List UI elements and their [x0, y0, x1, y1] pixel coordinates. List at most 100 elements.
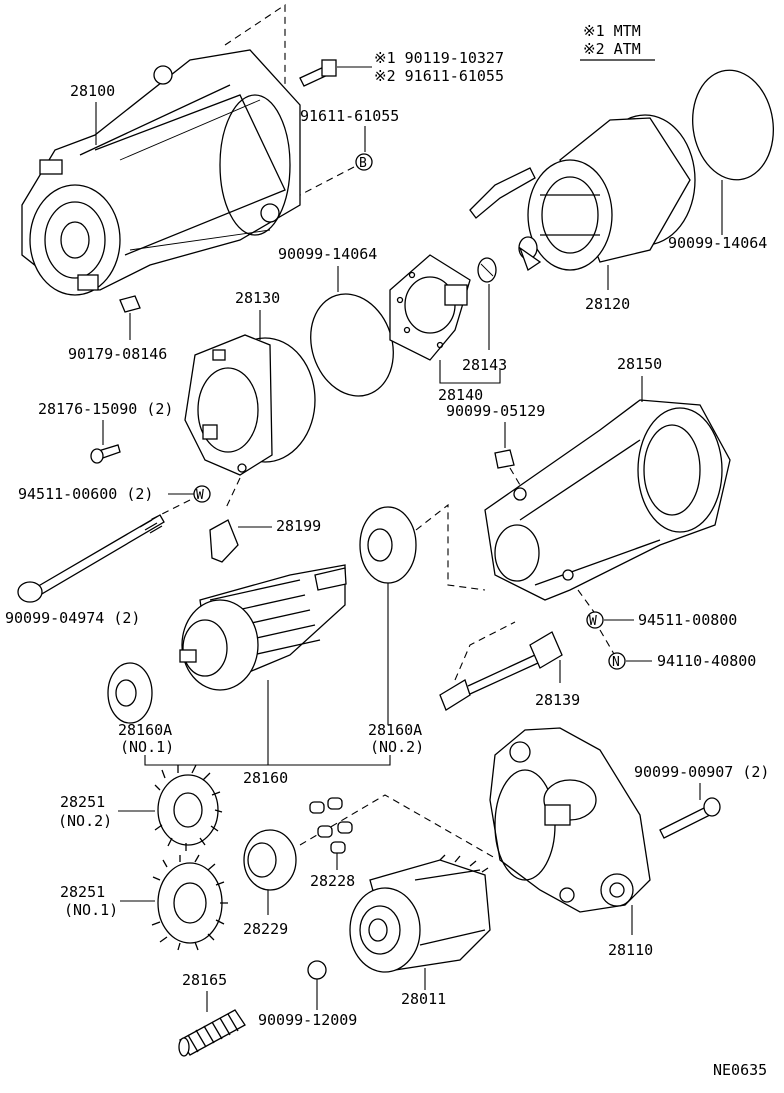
clutch-edges	[414, 869, 486, 946]
screw-28176-15090	[90, 444, 121, 464]
rollers-28228	[309, 797, 353, 854]
label-94110-40800: 94110-40800	[657, 652, 756, 670]
gear2-teeth	[154, 764, 223, 851]
label-28229: 28229	[243, 920, 288, 938]
label-91611-61055: 91611-61055	[300, 107, 399, 125]
gear2-outer	[157, 774, 219, 846]
o-ring-right	[692, 69, 774, 181]
yoke-straps	[519, 439, 661, 586]
bearing-28160a-no1	[107, 662, 153, 724]
dash-drive	[299, 794, 496, 859]
holder-brush-tip	[518, 246, 542, 271]
mark-n: N	[612, 655, 620, 670]
yoke-front-boss	[494, 524, 540, 582]
legend-note-1: ※1 MTM	[583, 22, 641, 40]
motor-rear-rim	[219, 94, 291, 236]
motor-shaft-end	[60, 221, 90, 259]
label-90099-14064-mid: 90099-14064	[278, 245, 377, 263]
label-94511-00600: 94511-00600 (2)	[18, 485, 153, 503]
mount-boss-top	[153, 65, 173, 85]
spring-envelope	[179, 1009, 246, 1056]
clutch-front-inner	[359, 905, 401, 955]
gear1-bore	[173, 882, 207, 924]
plate-hole-2	[396, 296, 404, 304]
lead-nut	[529, 631, 563, 669]
spring-end	[178, 1037, 190, 1057]
label-28251-no2: 28251	[60, 793, 105, 811]
dash-28139	[454, 621, 516, 681]
motor-rib-1	[119, 99, 261, 161]
bearing2-inner	[367, 528, 393, 562]
through-bolt-90099-04974	[17, 514, 165, 603]
motor-body-edge	[94, 94, 286, 256]
legend: ※1 MTM ※2 ATM	[580, 22, 655, 61]
through-rod	[79, 84, 231, 156]
spring-28165	[178, 1009, 246, 1057]
frame-boss	[197, 367, 259, 453]
label-94511-00800: 94511-00800	[638, 611, 737, 629]
label-28160: 28160	[243, 769, 288, 787]
clutch-gear-teeth	[439, 854, 489, 873]
idler-gear-28251-no2	[154, 764, 223, 851]
label-28143: 28143	[462, 356, 507, 374]
housing-boss-bottom	[559, 887, 575, 903]
drive-housing-28110	[489, 727, 651, 913]
plate-brush-box	[444, 284, 468, 306]
mark-b-circle	[355, 153, 373, 171]
holder-inner-ring	[541, 176, 599, 254]
diagram-code: NE0635	[713, 1061, 767, 1079]
dash-b	[299, 166, 355, 196]
frame-tab-upper	[212, 349, 226, 361]
label-28160a-no2-sub: (NO.2)	[370, 738, 424, 756]
spring-wire	[480, 263, 494, 277]
gear2-bore	[173, 792, 203, 828]
label-90099-00907: 90099-00907 (2)	[634, 763, 769, 781]
holder-lead-wire	[469, 167, 536, 219]
armature-commutator	[181, 599, 259, 691]
through-bolt-shank	[34, 514, 165, 596]
bolt-head	[321, 59, 337, 77]
label-28251-no2-sub: (NO.2)	[58, 812, 112, 830]
dash-bearing2	[415, 503, 486, 591]
label-28199: 28199	[276, 517, 321, 535]
label-28120: 28120	[585, 295, 630, 313]
terminal-nut	[77, 274, 99, 291]
bolt-90099-00907	[659, 797, 721, 839]
legend-note-2: ※2 ATM	[583, 40, 641, 58]
brush-plate-28140	[389, 254, 471, 361]
armature-shaft-front	[179, 649, 197, 663]
lead-wire-28139	[439, 631, 563, 711]
commutator-end-frame-28130	[184, 334, 316, 476]
retainer-outer	[243, 829, 297, 891]
bearing-28160a-no2	[359, 506, 417, 584]
armature-28160	[179, 564, 347, 691]
brush-holder-assy-28120	[469, 114, 696, 271]
bearing1-outer	[107, 662, 153, 724]
clutch-bore	[368, 918, 388, 942]
clip-90099-05129	[494, 449, 515, 469]
brush-slots	[540, 194, 600, 236]
dash-w2	[577, 589, 595, 613]
label-28165: 28165	[182, 971, 227, 989]
housing-mount-inner	[609, 882, 625, 898]
yoke-screw-top	[513, 487, 527, 501]
housing-boss-top	[509, 741, 531, 763]
label-90099-04974: 90099-04974 (2)	[5, 609, 140, 627]
roller-3	[317, 825, 333, 838]
motor-rib-2	[129, 229, 271, 251]
roller-5	[330, 841, 346, 854]
gear1-teeth	[151, 854, 228, 951]
label-28130: 28130	[235, 289, 280, 307]
mark-n-circle	[608, 652, 626, 670]
idler-gear-28251-no1	[151, 854, 228, 951]
label-90099-14064-right: 90099-14064	[668, 234, 767, 252]
motor-end-ring	[44, 201, 106, 279]
frame-hole	[237, 463, 247, 473]
yoke-open-end	[637, 407, 723, 533]
gear1-outer	[157, 862, 223, 944]
label-28150: 28150	[617, 355, 662, 373]
label-28176-15090: 28176-15090 (2)	[38, 400, 173, 418]
yoke-housing-28150	[484, 399, 731, 601]
label-bolt-atm: ※2 91611-61055	[374, 67, 504, 85]
